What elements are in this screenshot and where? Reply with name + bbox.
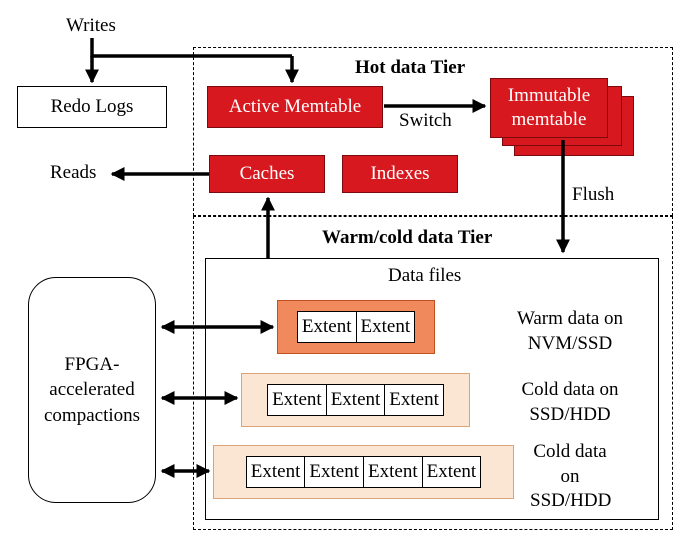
warm-data-label: Warm data on NVM/SSD <box>516 308 624 354</box>
warm-cold-data-tier-region <box>193 216 673 530</box>
writes-label: Writes <box>66 15 116 36</box>
extent-cell: Extent <box>268 385 327 415</box>
immutable-memtable-box: Immutable memtable <box>490 78 608 138</box>
fpga-label: FPGA-accelerated compactions <box>43 353 141 426</box>
flush-label: Flush <box>572 184 615 205</box>
extent-cell: Extent <box>247 457 306 487</box>
hot-data-tier-region <box>193 47 673 216</box>
extent-cell: Extent <box>389 389 439 410</box>
extent-cell: Extent <box>298 312 357 342</box>
cold-extent-group-1: Extent Extent Extent <box>241 373 470 427</box>
data-files-title: Data files <box>388 265 462 286</box>
warm-extent-group: Extent Extent <box>277 300 435 354</box>
caches-box: Caches <box>209 155 325 193</box>
warm-cold-tier-title: Warm/cold data Tier <box>322 227 493 248</box>
indexes-box: Indexes <box>342 155 458 193</box>
cold-data-label-2: Cold data on SSD/HDD <box>530 441 612 512</box>
extent-cell: Extent <box>327 385 386 415</box>
active-memtable-box: Active Memtable <box>207 86 383 128</box>
extent-cell: Extent <box>305 457 364 487</box>
extent-cell: Extent <box>426 461 477 482</box>
cold-data-label-1: Cold data on SSD/HDD <box>521 379 619 425</box>
redo-logs-box: Redo Logs <box>17 86 167 128</box>
extent-cell: Extent <box>364 457 423 487</box>
reads-label: Reads <box>50 162 97 183</box>
extent-cell: Extent <box>360 316 411 337</box>
hot-tier-title: Hot data Tier <box>355 57 466 78</box>
fpga-compactions-box: FPGA-accelerated compactions <box>28 277 156 503</box>
writes-arrow-stem <box>90 38 292 58</box>
switch-label: Switch <box>399 110 452 131</box>
cold-extent-group-2: Extent Extent Extent Extent <box>213 445 514 499</box>
